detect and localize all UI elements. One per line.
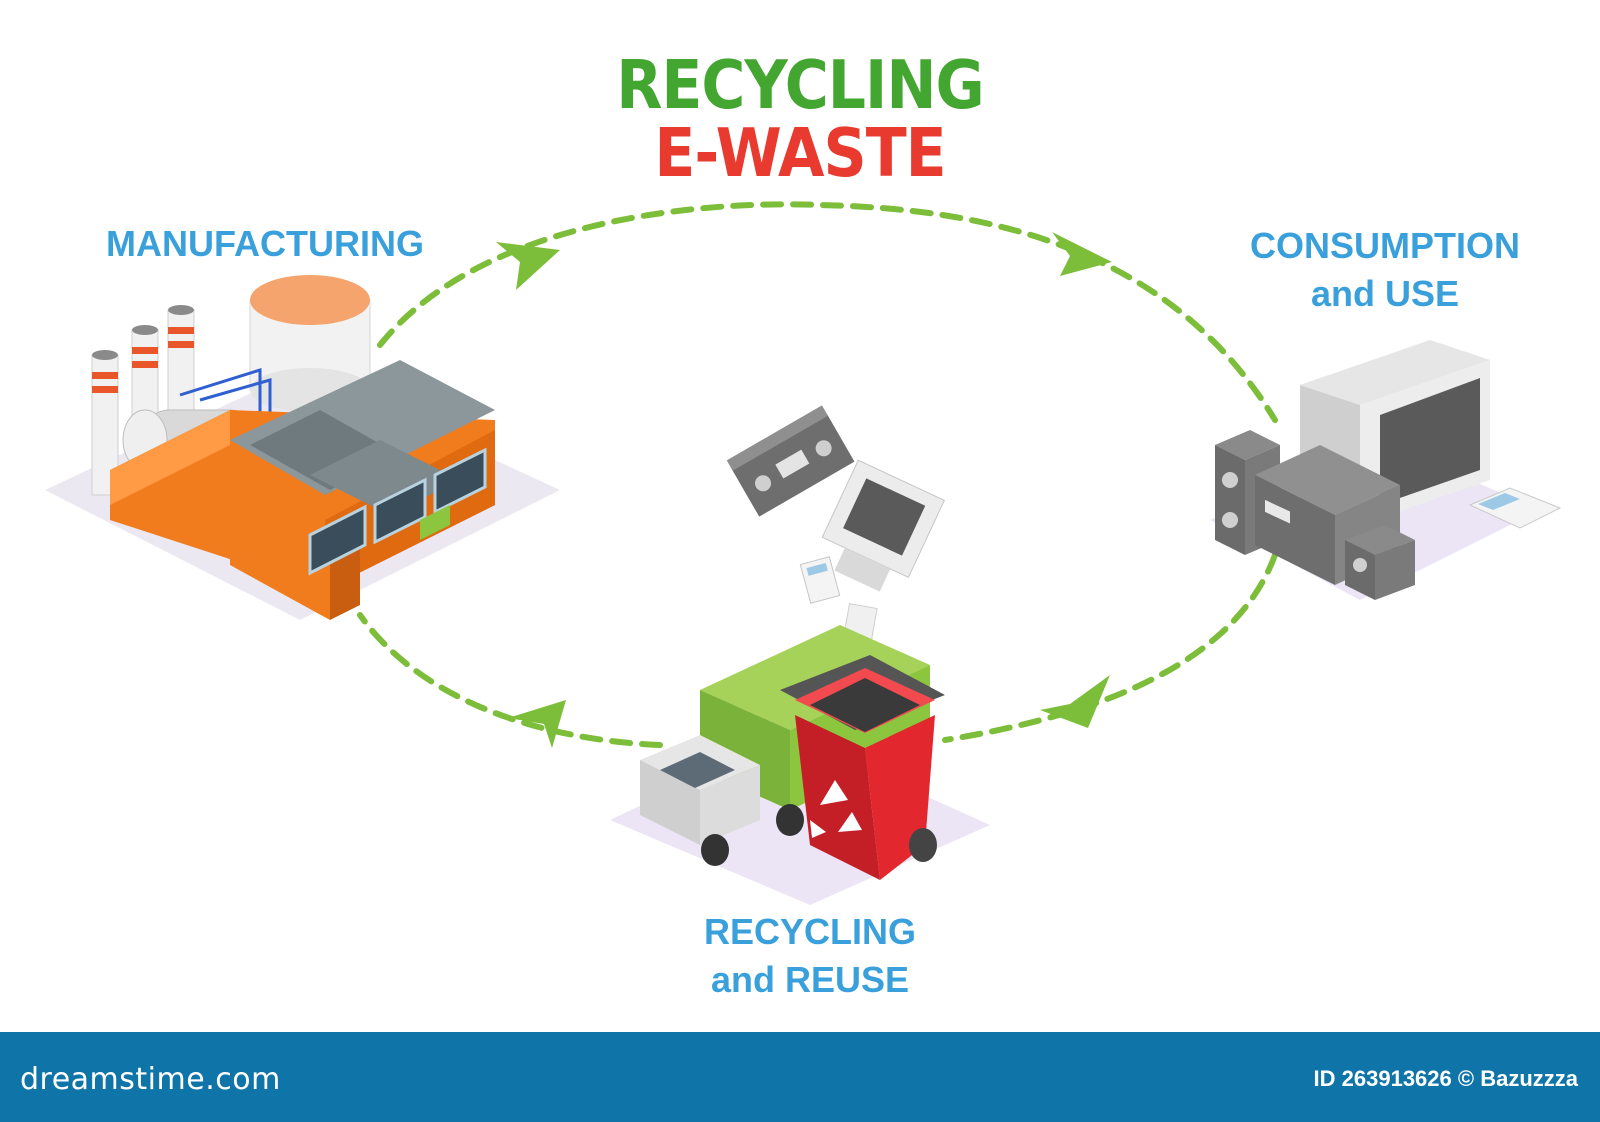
stage-label-line: CONSUMPTION [1250, 225, 1520, 266]
cycle-arrows [357, 201, 1278, 748]
factory-icon [45, 275, 560, 620]
footer-bar: dreamstime.com ID 263913626 © Bazuzzza [0, 1032, 1600, 1122]
arrow-consumption-to-recycling [942, 552, 1278, 743]
stage-label-line: and REUSE [710, 959, 910, 1000]
stage-label-manufacturing: MANUFACTURING [80, 220, 450, 268]
garbage-truck-icon [610, 625, 990, 905]
stage-label-consumption: CONSUMPTION and USE [1220, 222, 1550, 318]
arrowhead-top-right [1052, 232, 1112, 276]
stage-label-recycling: RECYCLING and REUSE [640, 908, 980, 1004]
arrowhead-top-left [496, 242, 560, 290]
falling-electronics-icon [726, 405, 945, 664]
computer-stereo-icon [1210, 340, 1562, 600]
arrow-manufacturing-to-consumption [377, 201, 1278, 423]
stage-label-line: MANUFACTURING [106, 223, 424, 264]
stage-label-line: RECYCLING [703, 911, 916, 952]
footer-brand[interactable]: dreamstime.com [20, 1062, 281, 1097]
title-line-2: E-WASTE [654, 114, 946, 193]
arrow-recycling-to-manufacturing [357, 612, 663, 748]
stage-label-line: and USE [1310, 273, 1460, 314]
arrowhead-bottom-left [508, 700, 566, 748]
title-line-1: RECYCLING [616, 46, 985, 125]
recycle-bin-icon [780, 655, 945, 880]
footer-image-id: ID 263913626 © Bazuzzza [1313, 1066, 1578, 1091]
arrowhead-bottom-right [1040, 675, 1110, 728]
recycle-symbol-icon [810, 780, 862, 838]
